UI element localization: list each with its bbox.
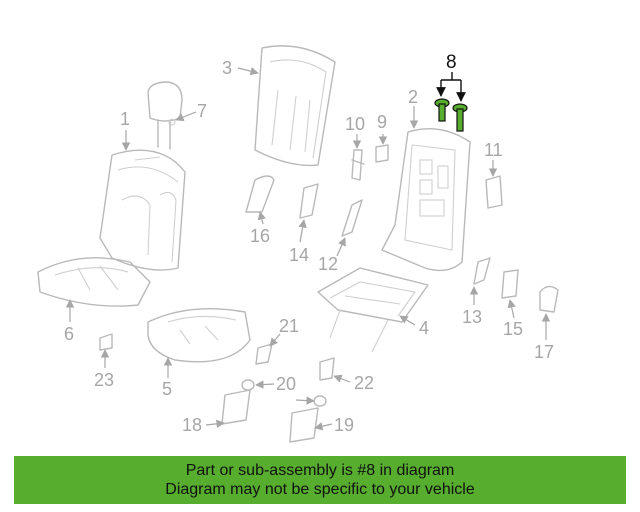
bolt-part-8-left [434,98,450,122]
clip-part-23 [99,333,113,351]
cover-part-15 [501,269,519,299]
callout-8-bracket [436,72,466,102]
callout-17: 17 [534,342,554,362]
callout-14: 14 [289,245,309,265]
hinge-part-13 [473,257,491,285]
callout-15: 15 [503,319,523,339]
callout-1: 1 [120,109,130,129]
trim-part-16 [245,175,275,213]
callout-8: 8 [446,52,457,73]
cushion-pan-part-5 [147,307,251,363]
grommet-part-20a [241,379,255,391]
headrest-part-7 [147,81,183,150]
bracket-part-10 [351,149,365,181]
callout-13: 13 [462,307,482,327]
seat-back-part-1 [99,149,186,271]
cover-part-14 [299,183,319,219]
banner-line-1: Part or sub-assembly is #8 in diagram [185,462,455,479]
seat-track-part-4 [317,267,429,353]
callout-21: 21 [279,316,299,336]
callout-19: 19 [334,415,354,435]
callout-2: 2 [408,87,418,107]
trim-part-12 [341,199,363,237]
callout-12: 12 [318,254,338,274]
back-panel-part-3 [254,45,336,167]
callout-20: 20 [276,374,296,394]
callout-16: 16 [250,226,270,246]
callout-5: 5 [162,379,172,399]
bracket-part-18 [221,389,251,425]
callout-9: 9 [377,112,387,132]
callout-10: 10 [345,114,365,134]
bolt-part-8-right [452,103,468,132]
callout-3: 3 [222,58,232,78]
cover-part-11 [485,175,503,209]
banner-line-2: Diagram may not be specific to your vehi… [165,481,475,498]
callout-18: 18 [182,415,202,435]
callout-7: 7 [197,101,207,121]
grommet-part-20b [313,395,327,407]
bracket-part-19 [289,407,319,443]
parts-diagram: 1 2 3 4 5 6 7 8 9 10 11 12 13 14 15 16 1… [37,45,559,443]
clip-part-9 [375,144,389,163]
callout-6: 6 [64,324,74,344]
callout-22: 22 [354,373,374,393]
clip-part-21 [255,343,273,365]
callout-4: 4 [419,318,429,338]
seat-frame-part-2 [381,127,471,272]
seat-cushion-part-6 [37,257,151,307]
info-banner: Part or sub-assembly is #8 in diagram Di… [14,456,626,504]
cap-part-17 [539,285,559,313]
clip-part-22 [319,357,335,381]
callout-23: 23 [94,370,114,390]
callout-11: 11 [484,140,503,160]
